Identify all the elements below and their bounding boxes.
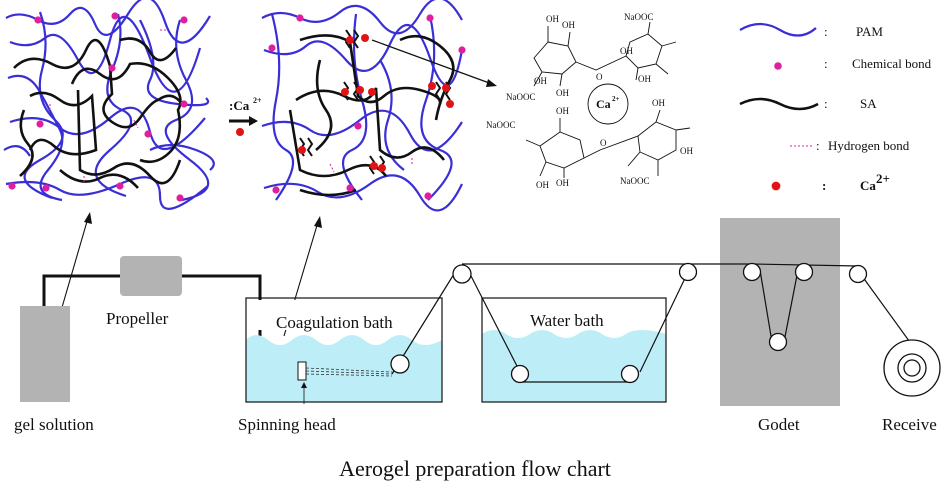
legend-chemical-bond-swatch [774, 62, 782, 70]
svg-text:OH: OH [562, 20, 575, 30]
label-godet: Godet [758, 415, 800, 434]
egg-box-structure [525, 21, 691, 178]
pam-chains [3, 0, 215, 210]
ca-crosslinks [298, 34, 454, 172]
svg-text:OH: OH [620, 46, 633, 56]
svg-text:2+: 2+ [876, 171, 890, 186]
roller-water-left [510, 364, 530, 384]
roller-godet-1 [742, 262, 762, 282]
legend-ca-swatch [771, 181, 781, 191]
legend: : PAM : Chemical bond : SA : Hydrogen bo… [739, 22, 932, 193]
label-water-bath: Water bath [530, 311, 604, 330]
roller-coag [390, 354, 410, 374]
svg-text:OH: OH [680, 146, 693, 156]
water-bath-water [482, 330, 666, 402]
svg-text::: : [824, 96, 828, 111]
svg-text:O: O [596, 72, 603, 82]
ca-ion-dot [236, 128, 244, 136]
legend-pam: PAM [856, 24, 883, 39]
svg-text:OH: OH [652, 98, 665, 108]
svg-text:NaOOC: NaOOC [620, 176, 650, 186]
coagulation-bath [245, 297, 443, 403]
label-propeller: Propeller [106, 309, 169, 328]
chem-labels: OH OH OH OH NaOOC NaOOC OH OH O NaOOC OH… [486, 12, 693, 190]
chemical-bonds [8, 12, 188, 202]
figure-caption: Aerogel preparation flow chart [339, 456, 611, 481]
svg-text:OH: OH [556, 106, 569, 116]
svg-text:OH: OH [556, 88, 569, 98]
svg-text::: : [824, 24, 828, 39]
water-bath [481, 297, 667, 403]
label-coagulation-bath: Coagulation bath [276, 313, 393, 332]
spray-jets [305, 367, 393, 377]
hydrogen-bonds [49, 29, 166, 184]
gel-solution-tank [20, 306, 70, 402]
ion-charge: 2+ [253, 96, 262, 105]
svg-text:NaOOC: NaOOC [506, 92, 536, 102]
svg-text:NaOOC: NaOOC [624, 12, 654, 22]
svg-text:OH: OH [546, 14, 559, 24]
roller-godet-bottom [768, 332, 788, 352]
svg-text:OH: OH [638, 74, 651, 84]
svg-text::: : [822, 178, 826, 193]
legend-sa: SA [860, 96, 877, 111]
reaction-arrow: :Ca 2+ [229, 96, 262, 136]
network-panel-left [3, 0, 215, 210]
center-ion: Ca [596, 97, 611, 111]
spinning-head [297, 361, 307, 381]
roller-1 [452, 264, 472, 284]
network-panel-right [261, 0, 466, 212]
svg-text:OH: OH [534, 76, 547, 86]
coagulation-water [246, 335, 442, 402]
legend-hydrogen-bond: Hydrogen bond [828, 138, 910, 153]
legend-chemical-bond: Chemical bond [852, 56, 932, 71]
svg-text:2+: 2+ [612, 95, 620, 103]
godet-housing [720, 218, 840, 406]
svg-text:OH: OH [536, 180, 549, 190]
label-gel-solution: gel solution [14, 415, 94, 434]
svg-text:NaOOC: NaOOC [486, 120, 516, 130]
legend-sa-swatch [739, 97, 819, 111]
roller-3 [848, 264, 868, 284]
receive-spool[interactable] [883, 339, 941, 397]
propeller-unit [120, 256, 182, 296]
rollers[interactable] [390, 262, 868, 384]
svg-text::: : [824, 56, 828, 71]
legend-ca: Ca [860, 178, 876, 193]
sa-chains [13, 37, 184, 189]
svg-text:O: O [600, 138, 607, 148]
roller-2 [678, 262, 698, 282]
roller-godet-2 [794, 262, 814, 282]
legend-pam-swatch [739, 22, 817, 37]
roller-water-right [620, 364, 640, 384]
label-receive: Receive [882, 415, 937, 434]
label-spinning-head: Spinning head [238, 415, 336, 434]
ion-label: :Ca [229, 98, 250, 113]
svg-text:OH: OH [556, 178, 569, 188]
svg-text::: : [816, 138, 820, 153]
